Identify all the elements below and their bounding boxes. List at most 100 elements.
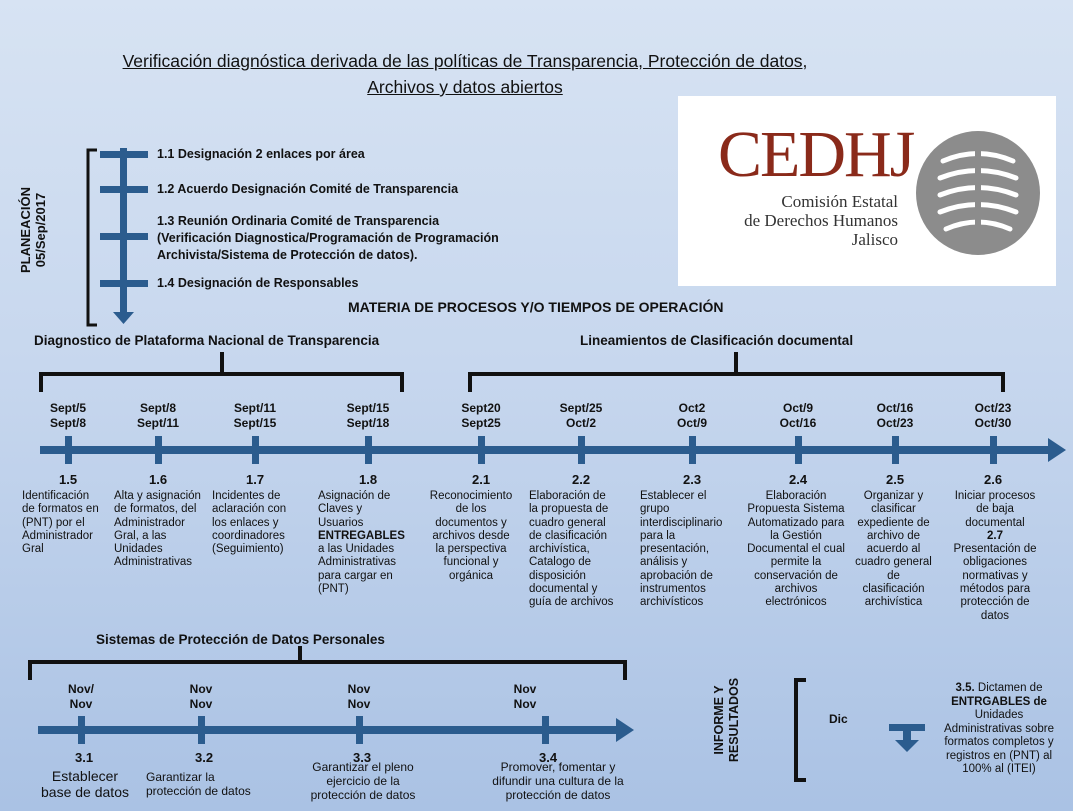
informe-label-block: INFORME Y RESULTADOS (712, 660, 742, 780)
timeline-desc-line: Reconocimiento (429, 490, 513, 502)
logo-emblem-icon (916, 131, 1040, 255)
timeline2-date-start: Nov/ (67, 682, 94, 696)
timeline-desc-line: archivos (774, 583, 818, 596)
timeline-desc-line: Elaboración de (529, 490, 606, 502)
informe-arrow-shaft (903, 724, 911, 742)
materia-heading: MATERIA DE PROCESOS Y/O TIEMPOS DE OPERA… (348, 299, 724, 315)
main-timeline (40, 446, 1050, 454)
timeline2-head (616, 718, 634, 742)
group1-heading: Diagnostico de Plataforma Nacional de Tr… (34, 333, 380, 348)
planeacion-date: 05/Sep/2017 (33, 192, 48, 268)
timeline-desc-line: interdisciplinario (640, 516, 723, 529)
plan-item-1-3-detail-b: Archivista/Sistema de Protección de dato… (157, 248, 418, 262)
timeline-date-end: Oct/9 (676, 416, 707, 430)
informe-label-2: RESULTADOS (727, 677, 741, 763)
timeline2-date-start: Nov (513, 682, 537, 696)
timeline-date-start: Sept/8 (139, 401, 176, 415)
timeline-date-start: Oct/23 (974, 401, 1012, 415)
timeline-date-end: Sept25 (461, 416, 501, 430)
timeline-date-end: Sept/8 (49, 416, 86, 430)
main-timeline-head (1048, 438, 1066, 462)
main-timeline-ticks (65, 436, 997, 464)
plan-item-1-2: 1.2 Acuerdo Designación Comité de Transp… (157, 182, 459, 196)
informe-desc-5: registros en (PNT) al (945, 749, 1053, 762)
plan-item-1-3-detail-a: (Verificación Diagnostica/Programación d… (157, 231, 499, 245)
timeline-date-start: Oct/9 (782, 401, 813, 415)
timeline-desc-line: para cargar en (318, 569, 393, 582)
timeline-desc-line: la propuesta de (529, 503, 609, 516)
timeline-desc-line: conservación de (754, 569, 838, 582)
group2-bracket (468, 372, 1005, 392)
timeline-date-start: Oct2 (678, 401, 706, 415)
timeline2-desc-line: protección de datos (310, 788, 416, 802)
timeline2-desc-line: base de datos (41, 784, 129, 800)
informe-desc-2: Unidades (974, 709, 1024, 721)
informe-desc-3: Administrativas sobre (944, 722, 1054, 735)
timeline-desc-line: de baja (976, 503, 1014, 516)
timeline-desc-line: Claves y (318, 503, 363, 516)
group3-bracket (28, 660, 627, 680)
timeline-desc-line: de formatos, del (114, 503, 197, 516)
timeline-desc-line: grupo (640, 503, 670, 516)
timeline-desc-line: funcional y (443, 556, 499, 569)
timeline-desc-line: Administrativas (318, 556, 396, 569)
timeline-desc-line: aclaración con (212, 503, 287, 516)
timeline2-desc-line: ejercicio de la (326, 774, 400, 788)
group1-bracket (39, 372, 404, 392)
logo-line2: de Derechos Humanos (744, 211, 898, 230)
planeacion-label-block: PLANEACIÓN 05/Sep/2017 (18, 170, 48, 290)
timeline-desc-line: a las Unidades (318, 543, 395, 556)
timeline-desc-line: Gral, a las (114, 529, 167, 542)
timeline-desc-line: Presentación de (953, 543, 1037, 556)
timeline-step-number: 1.8 (359, 472, 378, 487)
timeline-desc-line: Administrador (114, 516, 185, 529)
informe-desc-0: Dictamen de (977, 682, 1043, 694)
informe-desc-6: 100% al (ITEI) (962, 763, 1036, 775)
timeline-desc-line: guía de archivos (529, 596, 614, 609)
informe-num: 3.5. (955, 682, 975, 694)
timeline-desc-line: archivísticos (640, 596, 704, 609)
timeline-desc-line: los enlaces y (212, 516, 279, 529)
timeline-desc-line: análisis y (640, 556, 688, 569)
timeline-desc-line: permite la (770, 556, 822, 569)
timeline-desc-line: protección de (960, 596, 1030, 609)
timeline-desc-line: de los (455, 503, 487, 516)
timeline2-step-number: 3.4 (539, 750, 558, 765)
page-title-line2: Archivos y datos abiertos (367, 77, 563, 97)
logo: CEDHJ Comisión Estatal de Derechos Human… (678, 96, 1056, 286)
timeline-date-start: Sept/11 (233, 401, 277, 415)
timeline-desc-line: documentos y (435, 516, 507, 529)
timeline2-desc-line: protección de datos (146, 784, 251, 798)
timeline2-date-end: Nov (69, 697, 93, 711)
informe-desc-4: formatos completos y (944, 736, 1054, 748)
timeline-desc-line: clasificar (871, 503, 916, 516)
timeline2-date-start: Nov (347, 682, 371, 696)
timeline2-desc-line: protección de datos (505, 788, 611, 802)
timeline-desc-line: Organizar y (863, 490, 924, 502)
timeline-date-start: Sept/25 (559, 401, 603, 415)
plan-item-1-4: 1.4 Designación de Responsables (157, 276, 359, 290)
timeline-step-number: 2.3 (683, 472, 702, 487)
timeline-desc-line: Establecer el (640, 490, 707, 502)
timeline-date-end: Oct/23 (876, 416, 914, 430)
timeline-desc-line: ENTREGABLES (318, 529, 405, 542)
timeline-desc-line: métodos para (959, 583, 1031, 596)
timeline-desc-line: de clasificación (529, 529, 607, 542)
plan-tick-3 (100, 233, 148, 240)
timeline-desc-line: Catalogo de (529, 556, 592, 569)
